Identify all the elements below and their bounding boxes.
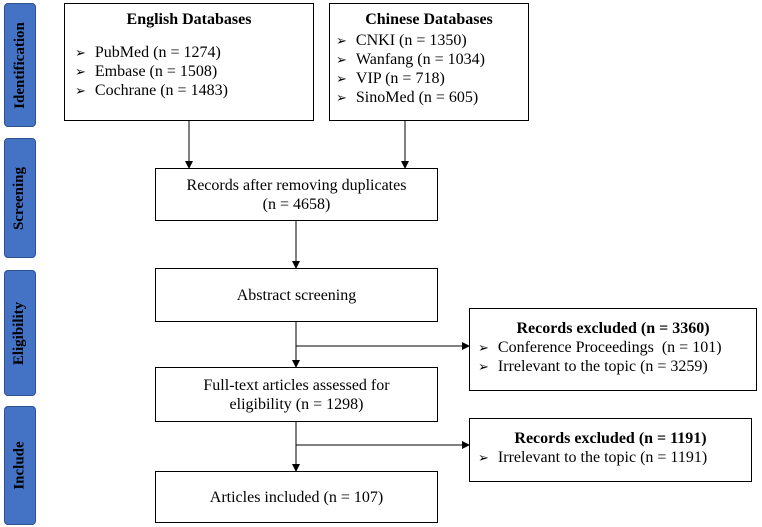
list-item: ➢VIP (n = 718)	[336, 70, 445, 87]
list-item: ➢CNKI (n = 1350)	[336, 32, 467, 49]
list-item: ➢PubMed (n = 1274)	[75, 44, 221, 61]
stage-tab-screening: Screening	[4, 138, 36, 258]
stage-tab-eligibility: Eligibility	[4, 270, 36, 396]
abstract-screening-box: Abstract screening	[155, 268, 438, 322]
arrow-bullet-icon: ➢	[336, 71, 347, 86]
chinese-databases-box: Chinese Databases ➢CNKI (n = 1350) ➢Wanf…	[329, 3, 529, 121]
excluded-1-title: Records excluded (n = 3360)	[516, 320, 710, 337]
excluded-2-title: Records excluded (n = 1191)	[514, 430, 707, 447]
english-databases-title: English Databases	[126, 11, 252, 28]
list-item: ➢Embase (n = 1508)	[75, 63, 218, 80]
arrow-bullet-icon: ➢	[478, 359, 489, 374]
arrow-bullet-icon: ➢	[478, 340, 489, 355]
list-item: ➢Conference Proceedings (n = 101)	[478, 339, 722, 356]
stage-tab-include: Include	[4, 406, 36, 525]
excluded-box-1: Records excluded (n = 3360) ➢Conference …	[469, 308, 757, 391]
stage-tab-identification: Identification	[4, 3, 36, 127]
excluded-box-2: Records excluded (n = 1191) ➢Irrelevant …	[469, 418, 752, 482]
english-databases-box: English Databases ➢PubMed (n = 1274) ➢Em…	[64, 3, 314, 121]
dedup-line2: (n = 4658)	[262, 195, 331, 213]
arrow-bullet-icon: ➢	[336, 90, 347, 105]
arrow-bullet-icon: ➢	[75, 64, 86, 79]
chinese-databases-title: Chinese Databases	[365, 11, 493, 28]
list-item: ➢Irrelevant to the topic (n = 3259)	[478, 358, 708, 375]
list-item: ➢SinoMed (n = 605)	[336, 89, 479, 106]
arrow-bullet-icon: ➢	[478, 450, 489, 465]
included-box: Articles included (n = 107)	[155, 471, 438, 523]
fulltext-line2: eligibility (n = 1298)	[229, 395, 364, 413]
dedup-box: Records after removing duplicates (n = 4…	[155, 168, 438, 221]
fulltext-box: Full-text articles assessed for eligibil…	[155, 367, 438, 422]
list-item: ➢Wanfang (n = 1034)	[336, 51, 485, 68]
arrow-bullet-icon: ➢	[75, 45, 86, 60]
included-text: Articles included (n = 107)	[209, 488, 384, 506]
arrow-bullet-icon: ➢	[336, 52, 347, 67]
dedup-line1: Records after removing duplicates	[186, 176, 407, 194]
arrow-bullet-icon: ➢	[336, 33, 347, 48]
abstract-screening-text: Abstract screening	[236, 286, 357, 304]
arrow-bullet-icon: ➢	[75, 83, 86, 98]
fulltext-line1: Full-text articles assessed for	[203, 376, 390, 394]
list-item: ➢Irrelevant to the topic (n = 1191)	[478, 449, 708, 466]
list-item: ➢Cochrane (n = 1483)	[75, 82, 228, 99]
